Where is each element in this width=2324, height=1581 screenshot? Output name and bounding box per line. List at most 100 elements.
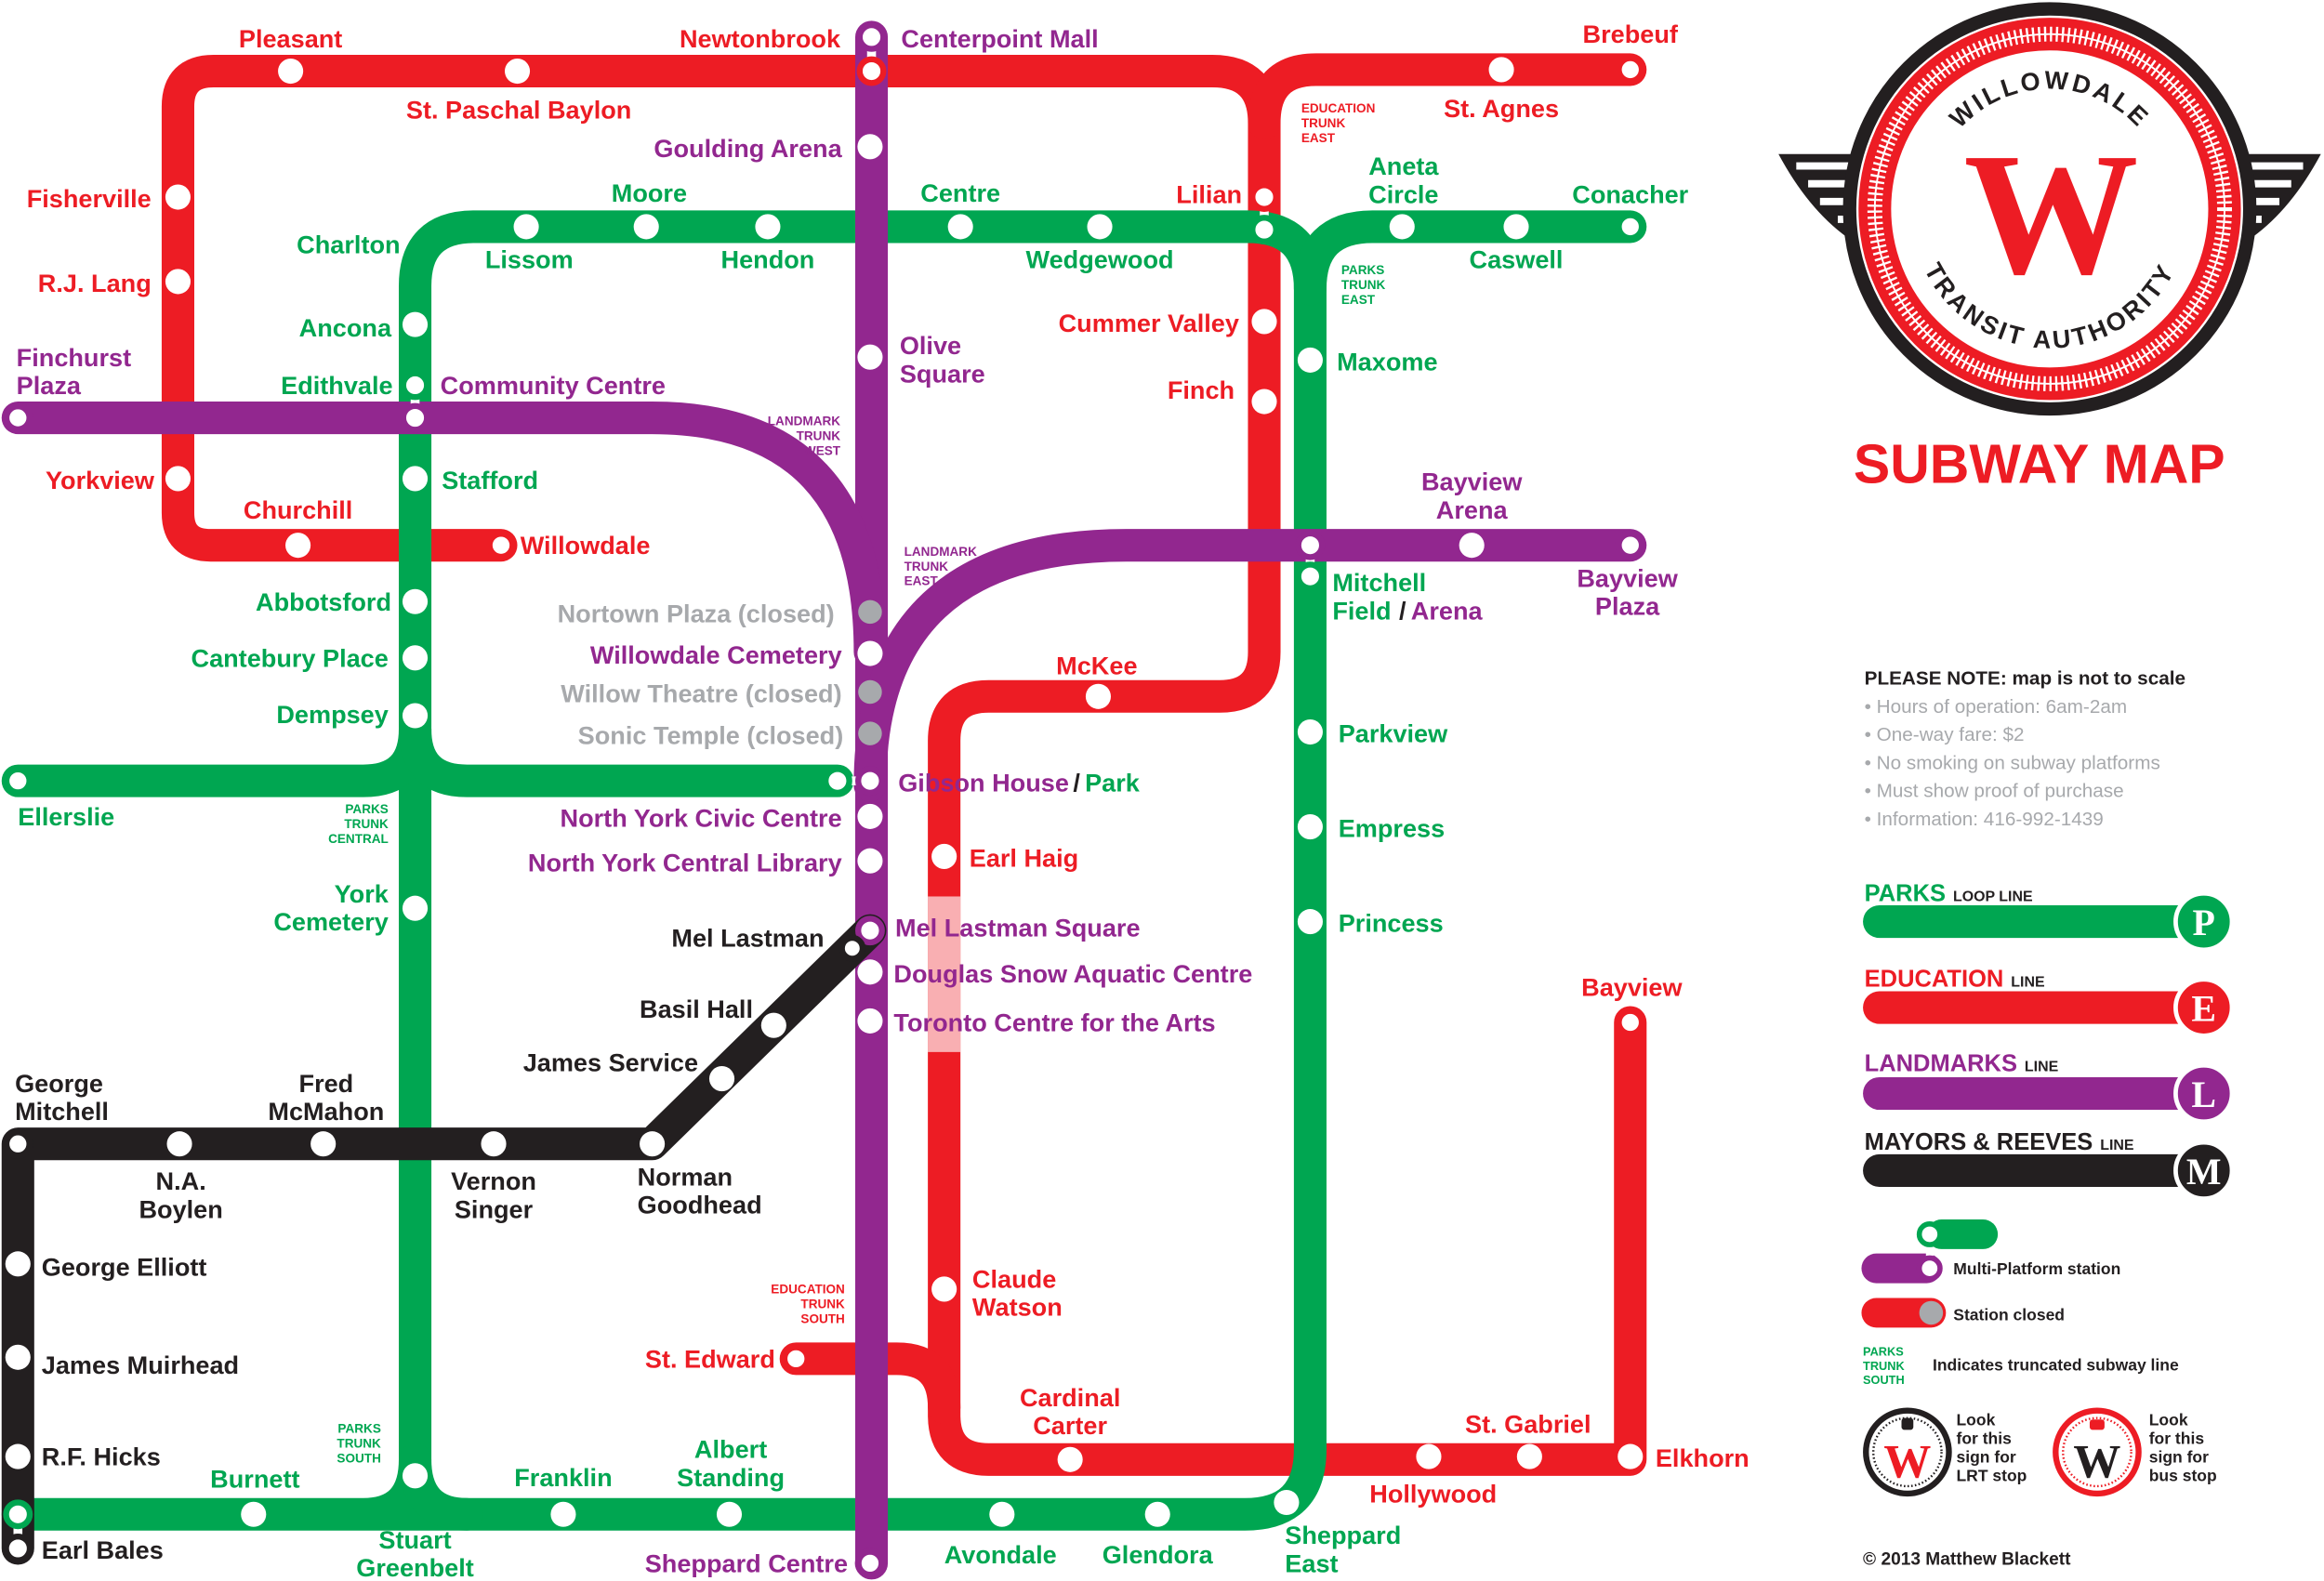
station-label-lissom[interactable]: Lissom xyxy=(485,245,574,274)
station-label-north-york-civic-centre[interactable]: North York Civic Centre xyxy=(561,804,842,833)
station-label-newtonbrook[interactable]: Newtonbrook xyxy=(680,24,841,53)
station-label-finch[interactable]: Finch xyxy=(1168,375,1235,404)
station-label-lilian[interactable]: Lilian xyxy=(1176,179,1242,208)
station-dot[interactable] xyxy=(857,344,883,370)
station-label-franklin[interactable]: Franklin xyxy=(514,1463,612,1492)
station-label-centerpoint-mall[interactable]: Centerpoint Mall xyxy=(901,24,1098,53)
station-label-willowdale[interactable]: Willowdale xyxy=(521,531,651,560)
station-dot[interactable] xyxy=(1087,214,1113,240)
station-label-toronto-centre-for-the-arts[interactable]: Toronto Centre for the Arts xyxy=(893,1008,1215,1037)
station-label-bayview[interactable]: Bayview xyxy=(1581,972,1683,1001)
station-label-centre[interactable]: Centre xyxy=(920,178,1000,207)
multi-platform-station-ring[interactable] xyxy=(1295,530,1326,560)
station-dot[interactable] xyxy=(165,184,191,210)
station-dot[interactable] xyxy=(755,214,781,240)
station-dot[interactable] xyxy=(760,1012,786,1038)
station-dot[interactable] xyxy=(1488,57,1514,83)
station-dot[interactable] xyxy=(241,1501,267,1527)
station-label-st-agnes[interactable]: St. Agnes xyxy=(1444,94,1559,123)
station-dot[interactable] xyxy=(1416,1443,1442,1469)
station-label-mel-lastman-square[interactable]: Mel Lastman Square xyxy=(895,914,1141,942)
station-label-gibson-house[interactable]: Gibson House xyxy=(898,768,1069,797)
station-dot[interactable] xyxy=(285,533,311,559)
station-dot[interactable] xyxy=(1516,1443,1542,1469)
station-dot[interactable] xyxy=(931,843,957,869)
station-label-james-service[interactable]: James Service xyxy=(523,1048,698,1077)
station-label-community-centre[interactable]: Community Centre xyxy=(441,371,666,400)
station-label-fisherville[interactable]: Fisherville xyxy=(27,184,152,213)
station-label-burnett[interactable]: Burnett xyxy=(210,1465,299,1494)
landmarks-line-east-trunk[interactable] xyxy=(853,529,1647,802)
parks-line-gibson-branch[interactable] xyxy=(398,712,854,797)
station-dot[interactable] xyxy=(857,640,883,666)
station-dot[interactable] xyxy=(1274,1489,1300,1516)
station-label-r-f-hicks[interactable]: R.F. Hicks xyxy=(42,1443,161,1471)
multi-platform-station-ring[interactable] xyxy=(856,56,887,86)
terminal-station-ring[interactable] xyxy=(2,765,33,797)
station-label-wedgewood[interactable]: Wedgewood xyxy=(1026,245,1174,274)
station-label-elkhorn[interactable]: Elkhorn xyxy=(1656,1443,1750,1472)
station-dot[interactable] xyxy=(402,588,429,614)
multi-platform-station-ring[interactable] xyxy=(822,766,852,797)
terminal-station-ring[interactable] xyxy=(1615,54,1646,86)
multi-platform-station-ring[interactable] xyxy=(400,402,430,433)
station-dot[interactable] xyxy=(5,1251,31,1277)
terminal-station-ring[interactable] xyxy=(780,1343,812,1375)
station-dot[interactable] xyxy=(989,1501,1015,1527)
parks-line-conacher-branch[interactable] xyxy=(1293,210,1647,306)
station-dot[interactable] xyxy=(1459,533,1485,559)
station-dot[interactable] xyxy=(165,466,191,492)
station-label-parkview[interactable]: Parkview xyxy=(1339,719,1448,748)
station-dot[interactable] xyxy=(633,214,659,240)
station-label-edithvale[interactable]: Edithvale xyxy=(281,371,392,400)
station-dot[interactable] xyxy=(1251,309,1277,335)
multi-platform-station-ring[interactable] xyxy=(1249,182,1279,212)
closed-station-dot[interactable] xyxy=(858,599,882,625)
station-label-st-gabriel[interactable]: St. Gabriel xyxy=(1465,1410,1591,1439)
station-label-moore[interactable]: Moore xyxy=(612,178,687,207)
landmarks-line-west-trunk[interactable] xyxy=(1,402,887,668)
station-dot[interactable] xyxy=(1144,1501,1170,1527)
station-label-st-edward[interactable]: St. Edward xyxy=(645,1344,775,1373)
station-dot[interactable] xyxy=(402,703,429,729)
station-dot[interactable] xyxy=(1297,909,1323,935)
station-dot[interactable] xyxy=(5,1344,31,1370)
station-dot[interactable] xyxy=(1085,683,1112,709)
station-dot[interactable] xyxy=(402,311,429,337)
station-label-cantebury-place[interactable]: Cantebury Place xyxy=(191,643,389,672)
station-label-hollywood[interactable]: Hollywood xyxy=(1369,1480,1497,1509)
station-dot[interactable] xyxy=(165,269,191,295)
station-label-conacher[interactable]: Conacher xyxy=(1572,179,1688,208)
station-dot[interactable] xyxy=(402,645,429,671)
station-label-willow-theatre-closed[interactable]: Willow Theatre (closed) xyxy=(561,679,841,708)
station-label-maxome[interactable]: Maxome xyxy=(1337,348,1437,376)
terminal-station-ring[interactable] xyxy=(854,1548,886,1579)
station-label-r-j-lang[interactable]: R.J. Lang xyxy=(38,269,152,297)
station-dot[interactable] xyxy=(481,1131,507,1157)
station-label-caswell[interactable]: Caswell xyxy=(1470,245,1564,274)
station-label-dempsey[interactable]: Dempsey xyxy=(276,700,388,729)
station-label-basil-hall[interactable]: Basil Hall xyxy=(640,995,753,1023)
station-label-sonic-temple-closed[interactable]: Sonic Temple (closed) xyxy=(578,720,844,749)
station-label-mel-lastman[interactable]: Mel Lastman xyxy=(671,924,824,953)
station-label-stafford[interactable]: Stafford xyxy=(442,466,538,494)
station-label-earl-bales[interactable]: Earl Bales xyxy=(42,1535,164,1564)
multi-platform-station-ring[interactable] xyxy=(855,766,885,797)
station-dot[interactable] xyxy=(857,959,883,985)
station-dot[interactable] xyxy=(402,1463,429,1489)
station-label-james-muirhead[interactable]: James Muirhead xyxy=(42,1350,239,1379)
station-label-glendora[interactable]: Glendora xyxy=(1103,1540,1214,1569)
station-dot[interactable] xyxy=(931,1276,957,1302)
station-dot[interactable] xyxy=(1297,718,1323,745)
station-label-st-paschal-baylon[interactable]: St. Paschal Baylon xyxy=(406,96,631,125)
station-dot[interactable] xyxy=(1057,1446,1083,1472)
station-dot[interactable] xyxy=(310,1131,337,1157)
station-label-goulding-arena[interactable]: Goulding Arena xyxy=(654,134,842,163)
parks-line-ellerslie-branch[interactable] xyxy=(1,712,432,797)
multi-platform-station-ring[interactable] xyxy=(1295,561,1326,592)
